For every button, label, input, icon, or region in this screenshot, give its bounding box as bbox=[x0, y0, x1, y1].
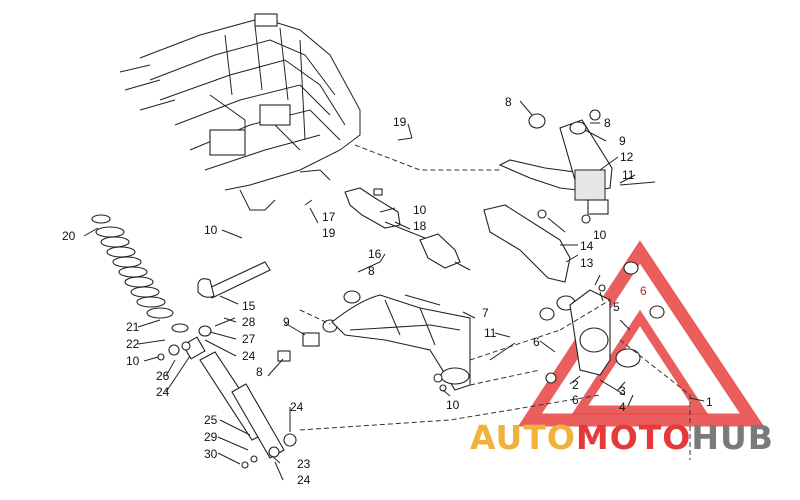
callout-17: 17 bbox=[322, 210, 336, 224]
spanner-wrench bbox=[197, 261, 271, 299]
upper-a-arm bbox=[498, 109, 656, 224]
callout-14: 14 bbox=[580, 239, 594, 253]
leader-lines bbox=[83, 100, 705, 481]
heat-shield bbox=[483, 204, 571, 283]
knuckle-assembly bbox=[299, 261, 691, 460]
watermark-hub: HUB bbox=[691, 418, 774, 457]
callout-24: 24 bbox=[297, 473, 311, 487]
watermark-auto: AUTO bbox=[470, 418, 576, 457]
callout-10: 10 bbox=[204, 223, 218, 237]
watermark-text: AUTOMOTOHUB bbox=[470, 418, 774, 457]
callout-6: 6 bbox=[533, 335, 540, 349]
coil-spring bbox=[91, 214, 189, 333]
callout-30: 30 bbox=[204, 447, 218, 461]
callout-6: 6 bbox=[640, 284, 647, 298]
callout-10: 10 bbox=[126, 354, 140, 368]
callout-1: 1 bbox=[706, 395, 713, 409]
callout-24: 24 bbox=[290, 400, 304, 414]
callout-3: 3 bbox=[619, 384, 626, 398]
callout-8: 8 bbox=[505, 95, 512, 109]
callout-13: 13 bbox=[580, 256, 594, 270]
callout-19: 19 bbox=[393, 115, 407, 129]
callout-8: 8 bbox=[604, 116, 611, 130]
watermark-moto: MOTO bbox=[575, 418, 692, 457]
callout-24: 24 bbox=[156, 385, 170, 399]
callout-21: 21 bbox=[126, 320, 140, 334]
callout-26: 26 bbox=[156, 369, 170, 383]
callout-20: 20 bbox=[62, 229, 76, 243]
callout-24: 24 bbox=[242, 349, 256, 363]
callout-11: 11 bbox=[484, 326, 497, 340]
callout-numbers: 20 10 19 17 19 10 18 16 8 8 8 9 12 11 10… bbox=[62, 95, 713, 487]
shock-absorber bbox=[182, 336, 285, 469]
callout-28: 28 bbox=[242, 315, 256, 329]
callout-10: 10 bbox=[446, 398, 460, 412]
callout-2: 2 bbox=[572, 378, 579, 392]
callout-22: 22 bbox=[126, 337, 140, 351]
callout-27: 27 bbox=[242, 332, 256, 346]
callout-4: 4 bbox=[619, 400, 626, 414]
callout-5: 5 bbox=[613, 300, 620, 314]
callout-9: 9 bbox=[283, 315, 290, 329]
callout-7: 7 bbox=[482, 306, 489, 320]
callout-6: 6 bbox=[572, 393, 579, 407]
chassis-frame bbox=[119, 13, 500, 211]
callout-10: 10 bbox=[413, 203, 427, 217]
cv-axle bbox=[304, 137, 471, 271]
callout-16: 16 bbox=[368, 247, 382, 261]
callout-8: 8 bbox=[256, 365, 263, 379]
callout-25: 25 bbox=[204, 413, 218, 427]
lower-a-arm bbox=[299, 294, 561, 392]
callout-23: 23 bbox=[297, 457, 311, 471]
callout-29: 29 bbox=[204, 430, 218, 444]
callout-18: 18 bbox=[413, 219, 427, 233]
callout-19: 19 bbox=[322, 226, 336, 240]
callout-11: 11 bbox=[622, 168, 635, 182]
callout-9: 9 bbox=[619, 134, 626, 148]
callout-12: 12 bbox=[620, 150, 634, 164]
callout-15: 15 bbox=[242, 299, 256, 313]
hardware-left bbox=[157, 290, 361, 447]
callout-8: 8 bbox=[368, 264, 375, 278]
callout-10: 10 bbox=[593, 228, 607, 242]
